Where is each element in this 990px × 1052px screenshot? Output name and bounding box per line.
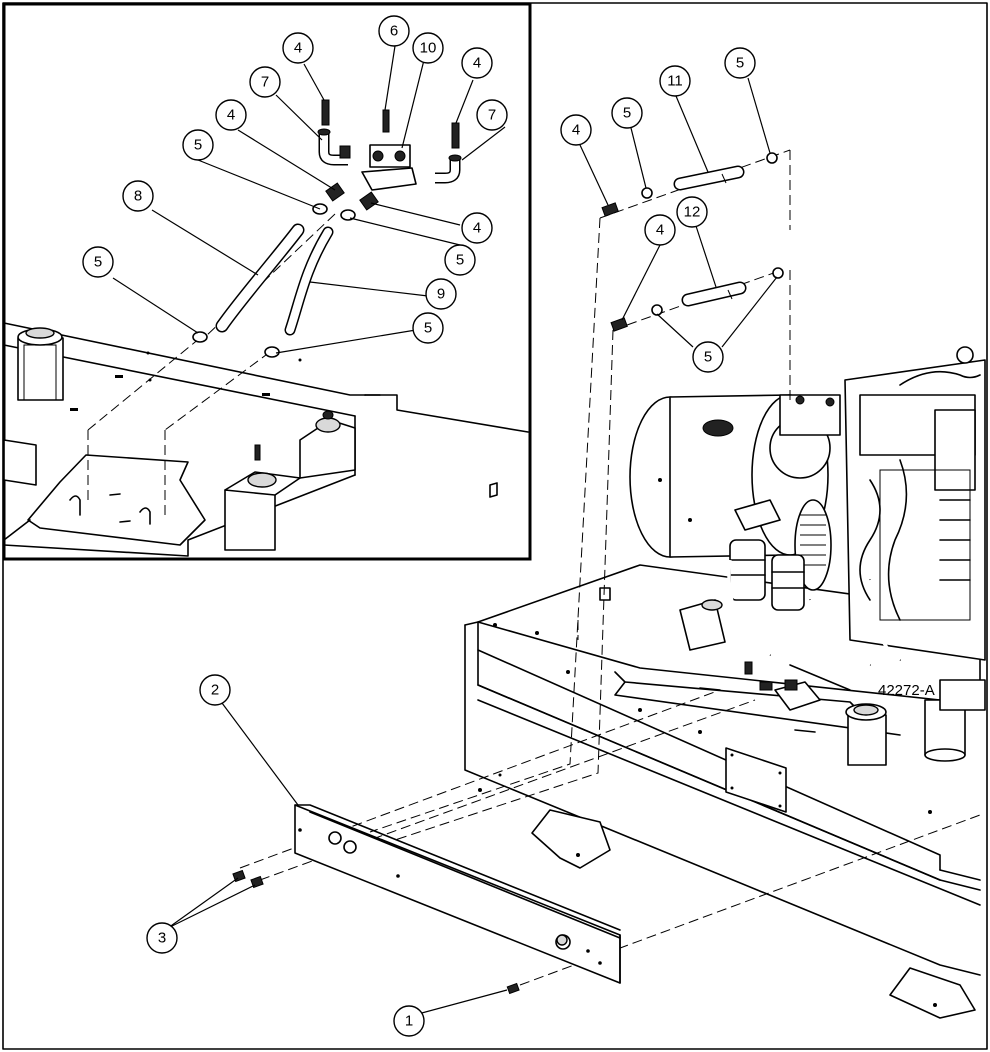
callout-8: 8 bbox=[122, 180, 154, 212]
callout-5-inset-upper: 5 bbox=[182, 129, 214, 161]
svg-text:4: 4 bbox=[294, 40, 302, 57]
callout-1: 1 bbox=[393, 1005, 425, 1037]
callout-4-inset-lower: 4 bbox=[461, 212, 493, 244]
svg-text:4: 4 bbox=[656, 222, 664, 239]
callouts: 1 2 3 4 4 4 4 4 4 5 5 5 5 5 5 5 6 7 7 8 … bbox=[82, 15, 756, 1037]
svg-text:5: 5 bbox=[736, 55, 744, 72]
callout-4-inset-left: 4 bbox=[215, 99, 247, 131]
callout-9: 9 bbox=[425, 278, 457, 310]
svg-text:5: 5 bbox=[623, 105, 631, 122]
callout-4-main-lower: 4 bbox=[644, 214, 676, 246]
svg-text:11: 11 bbox=[667, 73, 683, 90]
svg-text:4: 4 bbox=[473, 220, 481, 237]
callout-10: 10 bbox=[412, 32, 444, 64]
svg-text:9: 9 bbox=[437, 286, 445, 303]
svg-text:4: 4 bbox=[227, 107, 235, 124]
callout-5-inset-lower: 5 bbox=[412, 312, 444, 344]
callout-7-right: 7 bbox=[476, 99, 508, 131]
svg-text:10: 10 bbox=[420, 40, 437, 57]
callout-4-inset-top: 4 bbox=[282, 32, 314, 64]
callout-3: 3 bbox=[146, 922, 178, 954]
callout-11: 11 bbox=[659, 65, 691, 97]
callout-4-main-upper: 4 bbox=[560, 114, 592, 146]
document-number: 42272-A bbox=[878, 682, 935, 699]
svg-text:5: 5 bbox=[704, 349, 712, 366]
svg-text:6: 6 bbox=[390, 23, 398, 40]
leader-lines bbox=[112, 45, 778, 1018]
callout-12: 12 bbox=[676, 196, 708, 228]
callout-4-inset-right: 4 bbox=[461, 47, 493, 79]
svg-text:7: 7 bbox=[261, 74, 269, 91]
callout-5-main-c: 5 bbox=[692, 341, 724, 373]
svg-text:2: 2 bbox=[211, 682, 219, 699]
callout-6: 6 bbox=[378, 15, 410, 47]
svg-text:7: 7 bbox=[488, 107, 496, 124]
svg-text:1: 1 bbox=[405, 1013, 413, 1030]
main-assembly-view bbox=[232, 149, 986, 1019]
callout-5-inset-mid: 5 bbox=[444, 244, 476, 276]
svg-text:12: 12 bbox=[684, 204, 701, 221]
svg-text:5: 5 bbox=[456, 252, 464, 269]
svg-text:5: 5 bbox=[194, 137, 202, 154]
svg-text:5: 5 bbox=[94, 254, 102, 271]
callout-5-inset-left: 5 bbox=[82, 246, 114, 278]
svg-text:3: 3 bbox=[158, 930, 166, 947]
callout-2: 2 bbox=[199, 674, 231, 706]
svg-text:4: 4 bbox=[572, 122, 580, 139]
callout-5-main-b: 5 bbox=[724, 47, 756, 79]
svg-text:4: 4 bbox=[473, 55, 481, 72]
svg-text:8: 8 bbox=[134, 188, 142, 205]
svg-text:5: 5 bbox=[424, 320, 432, 337]
callout-5-main-a: 5 bbox=[611, 97, 643, 129]
callout-7-left: 7 bbox=[249, 66, 281, 98]
